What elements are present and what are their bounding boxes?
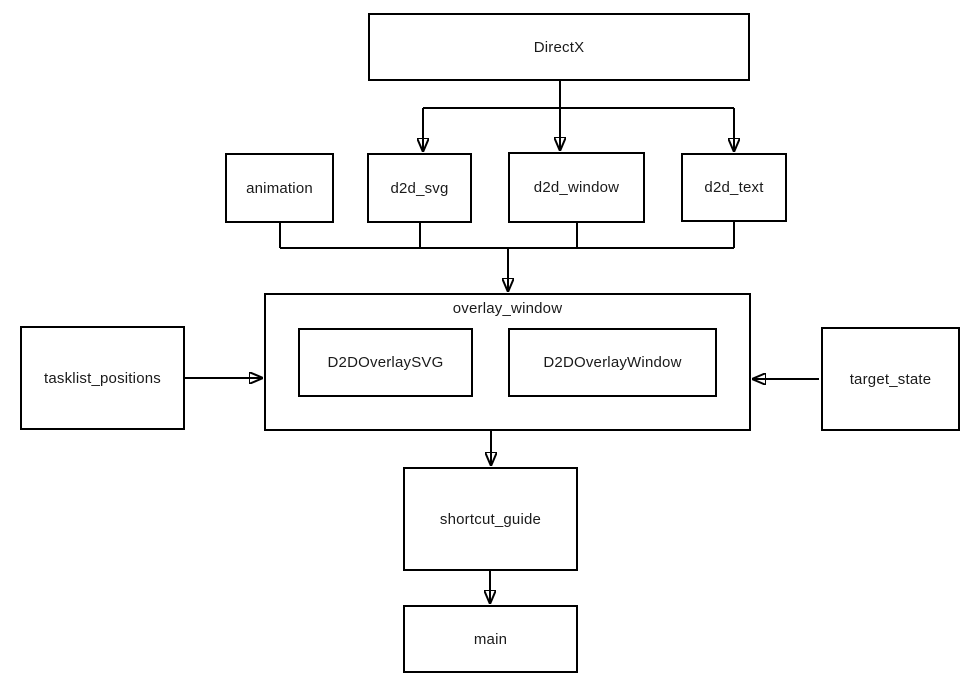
node-d2d-overlay-svg: D2DOverlaySVG bbox=[298, 328, 473, 397]
node-tasklist-positions-label: tasklist_positions bbox=[44, 369, 161, 387]
node-directx-label: DirectX bbox=[533, 38, 585, 56]
node-d2d-svg: d2d_svg bbox=[367, 153, 472, 223]
node-d2d-overlay-svg-label: D2DOverlaySVG bbox=[327, 354, 444, 371]
node-overlay-window: overlay_window D2DOverlaySVG D2DOverlayW… bbox=[264, 293, 751, 431]
node-d2d-text-label: d2d_text bbox=[704, 179, 764, 196]
node-animation: animation bbox=[225, 153, 334, 223]
node-main: main bbox=[403, 605, 578, 673]
node-tasklist-positions: tasklist_positions bbox=[20, 326, 185, 430]
node-directx: DirectX bbox=[368, 13, 750, 81]
node-d2d-overlay-window-label: D2DOverlayWindow bbox=[543, 354, 682, 371]
node-shortcut-guide-label: shortcut_guide bbox=[439, 510, 542, 528]
node-d2d-text: d2d_text bbox=[681, 153, 787, 222]
node-target-state-label: target_state bbox=[849, 370, 932, 388]
node-main-label: main bbox=[473, 630, 508, 648]
node-shortcut-guide: shortcut_guide bbox=[403, 467, 578, 571]
node-d2d-window-label: d2d_window bbox=[533, 179, 620, 196]
node-animation-label: animation bbox=[246, 179, 313, 197]
node-target-state: target_state bbox=[821, 327, 960, 431]
node-d2d-svg-label: d2d_svg bbox=[390, 179, 449, 197]
node-d2d-overlay-window: D2DOverlayWindow bbox=[508, 328, 717, 397]
node-d2d-window: d2d_window bbox=[508, 152, 645, 223]
node-overlay-window-label: overlay_window bbox=[452, 300, 563, 317]
